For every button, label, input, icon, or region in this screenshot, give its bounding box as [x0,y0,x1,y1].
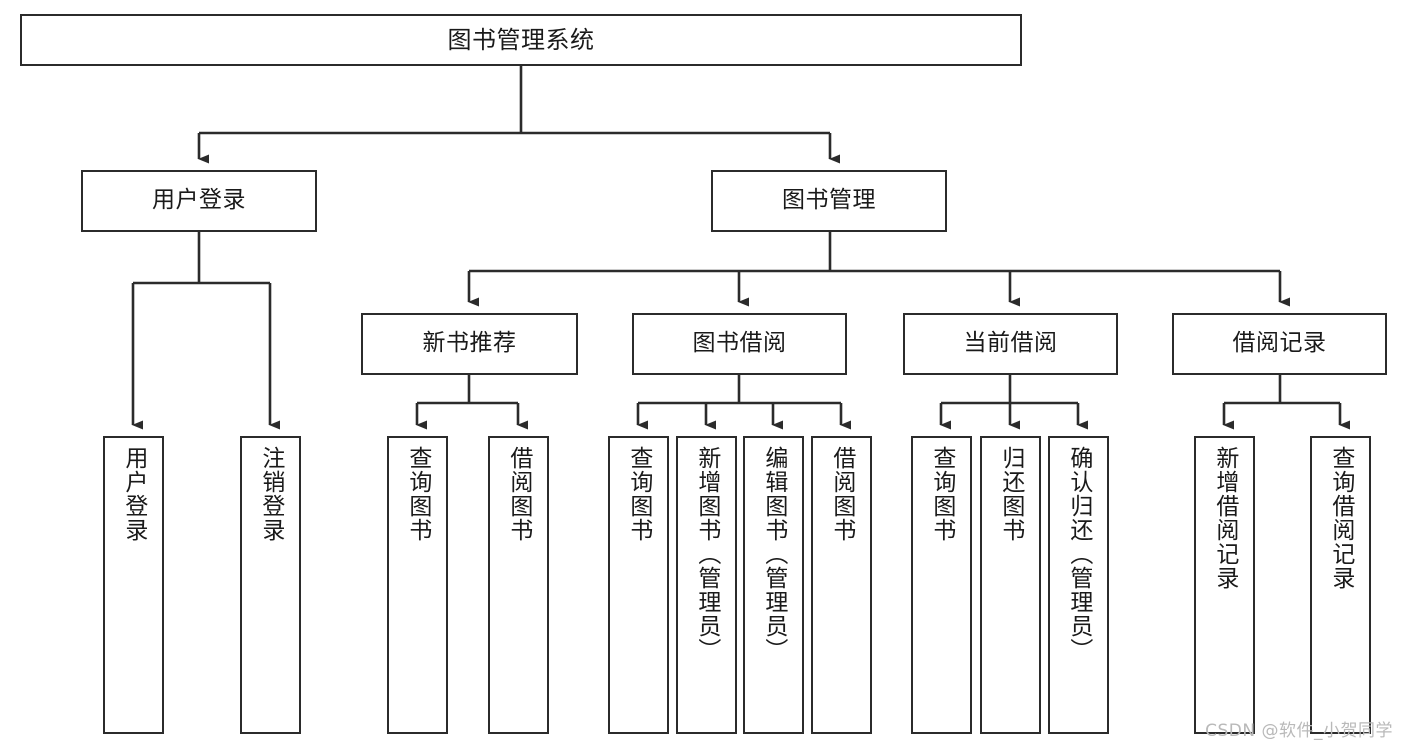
node-current-borrow[interactable]: 当前借阅 [903,313,1118,375]
node-leaf-query-record[interactable]: 查询借阅记录 [1310,436,1371,734]
csdn-watermark: CSDN @软件_小贺同学 [1205,721,1393,741]
node-current-borrow-label: 当前借阅 [963,330,1058,357]
node-leaf-query-book-2-label: 查询图书 [625,446,652,542]
node-book-manage-label: 图书管理 [782,187,876,214]
node-leaf-edit-book[interactable]: 编辑图书（管理员） [743,436,804,734]
node-leaf-user-login-label: 用户登录 [120,446,147,542]
node-user-login-label: 用户登录 [152,187,246,214]
node-leaf-confirm-return-label: 确认归还（管理员） [1065,446,1092,662]
node-root-system-label: 图书管理系统 [447,25,595,54]
node-leaf-user-logout-label: 注销登录 [257,446,284,542]
node-leaf-edit-book-label: 编辑图书（管理员） [760,446,787,662]
node-leaf-add-record-label: 新增借阅记录 [1211,446,1238,590]
node-leaf-add-record[interactable]: 新增借阅记录 [1194,436,1255,734]
node-leaf-user-logout[interactable]: 注销登录 [240,436,301,734]
node-leaf-borrow-book-1-label: 借阅图书 [505,446,532,542]
node-leaf-query-record-label: 查询借阅记录 [1327,446,1354,590]
node-leaf-query-book-2[interactable]: 查询图书 [608,436,669,734]
node-new-book-recommend[interactable]: 新书推荐 [361,313,578,375]
node-new-book-recommend-label: 新书推荐 [422,330,517,357]
node-leaf-return-book-label: 归还图书 [997,446,1024,542]
node-book-borrow-label: 图书借阅 [692,330,787,357]
node-leaf-borrow-book-2[interactable]: 借阅图书 [811,436,872,734]
node-leaf-query-book-3-label: 查询图书 [928,446,955,542]
node-borrow-record[interactable]: 借阅记录 [1172,313,1387,375]
node-leaf-borrow-book-2-label: 借阅图书 [828,446,855,542]
node-book-borrow[interactable]: 图书借阅 [632,313,847,375]
node-leaf-query-book-1-label: 查询图书 [404,446,431,542]
node-root-system[interactable]: 图书管理系统 [20,14,1022,66]
node-leaf-query-book-3[interactable]: 查询图书 [911,436,972,734]
node-leaf-query-book-1[interactable]: 查询图书 [387,436,448,734]
node-leaf-return-book[interactable]: 归还图书 [980,436,1041,734]
node-leaf-add-book[interactable]: 新增图书（管理员） [676,436,737,734]
node-leaf-borrow-book-1[interactable]: 借阅图书 [488,436,549,734]
node-leaf-user-login[interactable]: 用户登录 [103,436,164,734]
node-book-manage[interactable]: 图书管理 [711,170,947,232]
node-borrow-record-label: 借阅记录 [1232,330,1327,357]
node-leaf-add-book-label: 新增图书（管理员） [693,446,720,662]
node-leaf-confirm-return[interactable]: 确认归还（管理员） [1048,436,1109,734]
node-user-login[interactable]: 用户登录 [81,170,317,232]
